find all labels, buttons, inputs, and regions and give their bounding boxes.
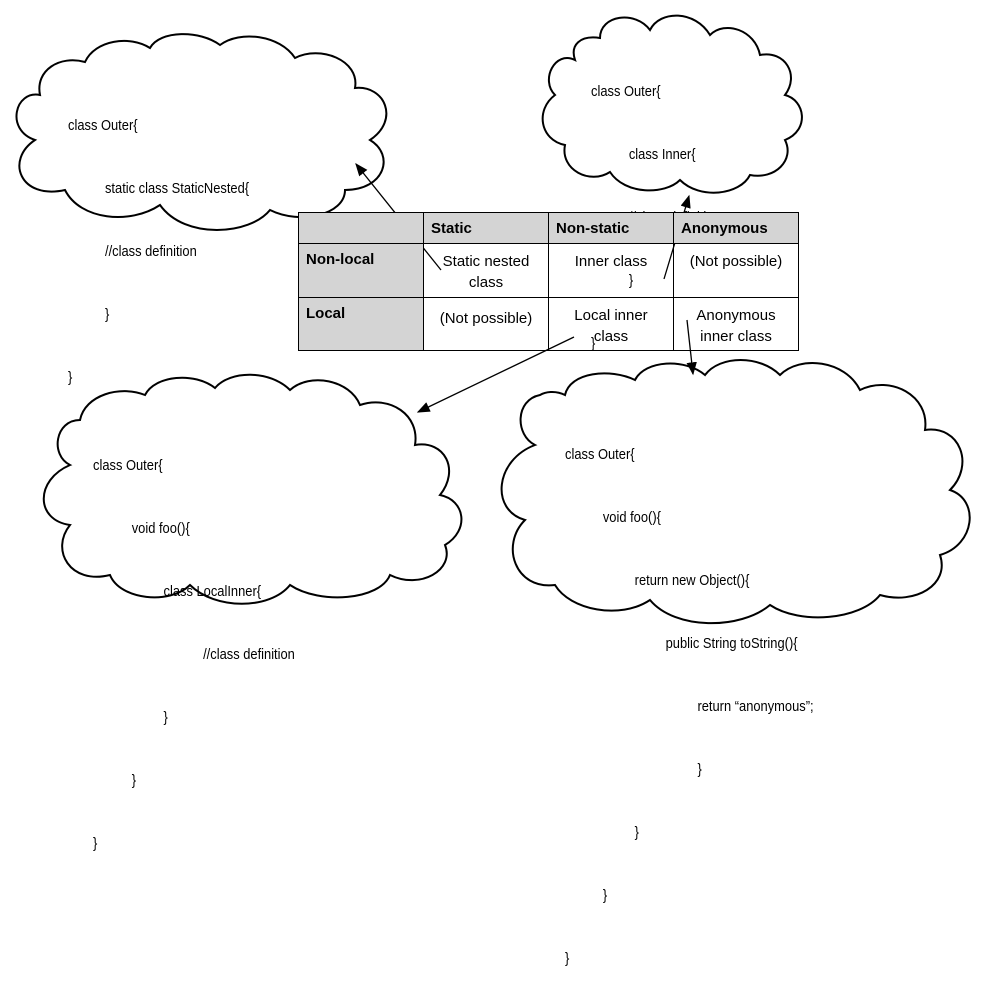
cloud-anonymous <box>500 359 971 625</box>
code-line: public String toString(){ <box>665 635 798 652</box>
code-line: void foo(){ <box>131 520 190 537</box>
code-line: } <box>602 887 608 904</box>
cloud-inner <box>541 14 803 194</box>
code-line: } <box>68 369 73 386</box>
code-line: } <box>93 835 98 852</box>
code-line: } <box>163 709 168 726</box>
diagram-canvas <box>15 14 971 625</box>
code-line: class Inner{ <box>628 146 696 163</box>
col-header-anonymous: Anonymous <box>673 212 799 244</box>
row-header-non-local: Non-local <box>298 243 424 298</box>
code-anonymous: class Outer{ void foo(){ return new Obje… <box>565 402 814 990</box>
code-line: class Outer{ <box>565 446 635 463</box>
cell-inner-class: Inner class <box>548 243 674 298</box>
row-header-local: Local <box>298 297 424 351</box>
code-line: static class StaticNested{ <box>104 180 250 197</box>
table-header-row: Static Non-static Anonymous <box>298 212 799 244</box>
code-line: class LocalInner{ <box>163 583 262 600</box>
cell-local-static: (Not possible) <box>423 297 549 351</box>
code-line: class Outer{ <box>68 117 138 134</box>
code-local-inner: class Outer{ void foo(){ class LocalInne… <box>93 413 295 875</box>
cell-anonymous-inner-class: Anonymous inner class <box>673 297 799 351</box>
code-line: } <box>131 772 137 789</box>
table-row: Local (Not possible) Local inner class A… <box>298 297 799 351</box>
table-corner-cell <box>298 212 424 244</box>
cell-local-inner-class: Local inner class <box>548 297 674 351</box>
col-header-static: Static <box>423 212 549 244</box>
table-row: Non-local Static nested class Inner clas… <box>298 243 799 298</box>
code-line: //class definition <box>203 646 295 663</box>
code-line: } <box>634 824 639 841</box>
code-line: } <box>697 761 702 778</box>
cell-static-nested-class: Static nested class <box>423 243 549 298</box>
code-line: } <box>565 950 570 967</box>
code-line: return “anonymous”; <box>697 698 814 715</box>
cloud-local-inner <box>42 373 463 605</box>
code-line: //class definition <box>104 243 197 260</box>
nested-class-table: Static Non-static Anonymous Non-local St… <box>298 212 799 351</box>
code-line: class Outer{ <box>591 83 661 100</box>
col-header-non-static: Non-static <box>548 212 674 244</box>
code-static-nested: class Outer{ static class StaticNested{ … <box>68 73 249 409</box>
code-line: return new Object(){ <box>634 572 750 589</box>
cloud-static-nested <box>15 33 388 231</box>
code-line: void foo(){ <box>602 509 661 526</box>
code-line: } <box>104 306 110 323</box>
cell-non-local-anonymous: (Not possible) <box>673 243 799 298</box>
code-line: class Outer{ <box>93 457 163 474</box>
